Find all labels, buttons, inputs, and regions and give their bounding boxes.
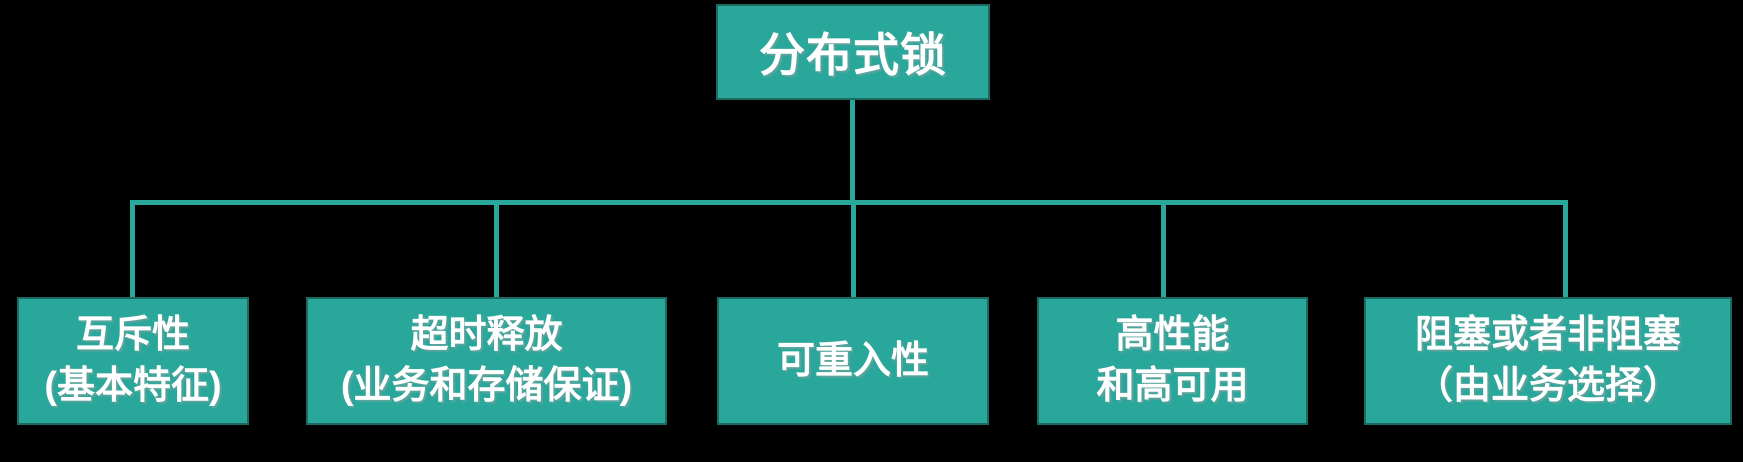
node-label: 高性能 和高可用 (1096, 314, 1249, 407)
root-node-distributed-lock: 分布式锁 (716, 4, 990, 100)
node-blocking-or-nonblocking: 阻塞或者非阻塞 （由业务选择） (1364, 297, 1732, 425)
node-label: 阻塞或者非阻塞 （由业务选择） (1414, 314, 1681, 407)
node-label: 互斥性 (基本特征) (44, 314, 222, 407)
node-timeout-release: 超时释放 (业务和存储保证) (306, 297, 667, 425)
connector-root-drop (850, 100, 855, 203)
node-label: 超时释放 (业务和存储保证) (340, 314, 633, 407)
connector-drop-mutual-exclusion (130, 203, 135, 297)
connector-drop-timeout-release (494, 203, 499, 297)
connector-horizontal-bus (130, 200, 1568, 205)
node-reentrancy: 可重入性 (717, 297, 989, 425)
root-node-label: 分布式锁 (759, 29, 947, 81)
node-label: 可重入性 (776, 339, 929, 382)
connector-drop-blocking-mode (1563, 203, 1568, 297)
connector-drop-reentrancy (851, 203, 856, 297)
node-performance-availability: 高性能 和高可用 (1037, 297, 1308, 425)
connector-drop-performance (1161, 203, 1166, 297)
node-mutual-exclusion: 互斥性 (基本特征) (17, 297, 249, 425)
